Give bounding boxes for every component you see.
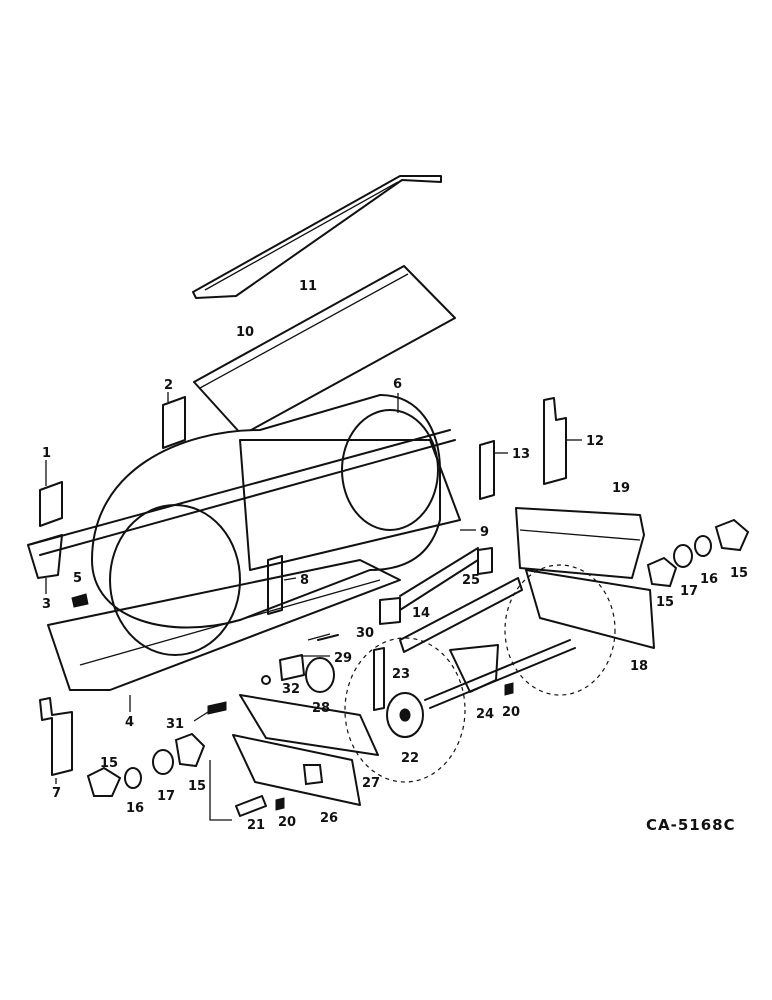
- leader-lines: [45, 392, 582, 784]
- part-25-channel: [399, 577, 523, 653]
- callout-11: 11: [299, 279, 317, 294]
- callout-21: 21: [247, 818, 265, 833]
- callout-29: 29: [334, 651, 352, 666]
- callout-26: 26: [320, 811, 338, 826]
- callout-15d: 15: [730, 566, 748, 581]
- callout-23: 23: [392, 667, 410, 682]
- part-20-key-left: [275, 797, 285, 811]
- callout-13: 13: [512, 447, 530, 462]
- callout-31: 31: [166, 717, 184, 732]
- part-6-rotor-drum: [27, 393, 461, 656]
- callout-4: 4: [125, 715, 134, 730]
- part-4-lower-pan: [47, 559, 401, 691]
- callout-3: 3: [42, 597, 51, 612]
- part-19-hood: [515, 507, 645, 579]
- part-30-bolt: [317, 634, 339, 641]
- callout-9: 9: [480, 525, 489, 540]
- callout-5: 5: [73, 571, 82, 586]
- callout-19: 19: [612, 481, 630, 496]
- part-32-washer: [261, 675, 271, 685]
- callout-16a: 16: [126, 801, 144, 816]
- part-26-panel: [232, 734, 361, 806]
- part-13-plate: [479, 440, 495, 500]
- part-29-bracket: [279, 654, 305, 681]
- callout-24: 24: [476, 707, 494, 722]
- callout-15c: 15: [656, 595, 674, 610]
- part-5-clip: [71, 593, 89, 608]
- callout-30: 30: [356, 626, 374, 641]
- figure-code: CA-5168C: [646, 816, 736, 834]
- part-14-beam: [379, 547, 493, 625]
- part-28-pulley: [305, 657, 335, 693]
- callout-2: 2: [164, 378, 173, 393]
- callout-25: 25: [462, 573, 480, 588]
- part-22-hub: [386, 692, 424, 738]
- part-11-top-channel: [192, 175, 442, 299]
- part-1-side-plate: [39, 481, 63, 527]
- callout-17b: 17: [680, 584, 698, 599]
- part-10-top-cover: [193, 265, 456, 436]
- left-bearing-stack: [86, 732, 206, 797]
- callout-6: 6: [393, 377, 402, 392]
- callout-22: 22: [401, 751, 419, 766]
- callout-20b: 20: [502, 705, 520, 720]
- callout-7: 7: [52, 786, 61, 801]
- part-20-key-right: [504, 682, 514, 696]
- right-bearing-stack: [646, 518, 750, 588]
- part-24-fan-shaft: [424, 639, 576, 709]
- part-12-bracket: [543, 397, 567, 485]
- part-27-panel: [239, 694, 379, 756]
- part-8-strap: [267, 555, 283, 615]
- part-3-bracket: [27, 534, 63, 579]
- part-18-side-panel: [525, 569, 655, 649]
- callout-10: 10: [236, 325, 254, 340]
- callout-8: 8: [300, 573, 309, 588]
- callout-labels: 1 2 3 4 5 6 7 8 9 10 11 12 13 14 15 15 1…: [42, 279, 748, 833]
- part-31-key: [207, 701, 227, 715]
- callout-15a: 15: [100, 756, 118, 771]
- callout-27: 27: [362, 776, 380, 791]
- callout-32: 32: [282, 682, 300, 697]
- part-2-plate: [162, 396, 186, 449]
- callout-20a: 20: [278, 815, 296, 830]
- part-23-bar: [373, 647, 385, 711]
- callout-15b: 15: [188, 779, 206, 794]
- fan-wheel-outlines: [344, 564, 616, 783]
- callout-12: 12: [586, 434, 604, 449]
- part-21-pin: [235, 795, 267, 817]
- callout-28: 28: [312, 701, 330, 716]
- callout-17a: 17: [157, 789, 175, 804]
- callout-1: 1: [42, 446, 51, 461]
- callout-16b: 16: [700, 572, 718, 587]
- callout-14: 14: [412, 606, 430, 621]
- part-7-bracket: [39, 697, 73, 776]
- callout-18: 18: [630, 659, 648, 674]
